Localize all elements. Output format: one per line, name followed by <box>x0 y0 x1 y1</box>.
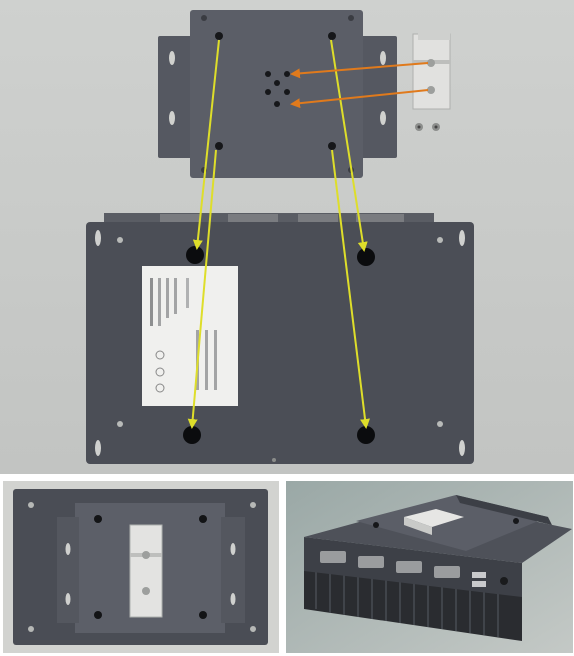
serial-port <box>320 551 460 578</box>
assembled-perspective-drawing <box>286 481 573 653</box>
din-rail-clip <box>129 524 163 618</box>
orange-arrow-icon <box>290 62 429 109</box>
din-rail-clip <box>404 509 464 535</box>
box-pc-base <box>86 222 474 464</box>
din-rail-clip <box>412 30 451 110</box>
assembled-perspective-photo <box>286 481 573 653</box>
exploded-view-drawing <box>0 0 574 474</box>
assembled-underside-drawing <box>3 481 279 653</box>
yellow-arrow-icon <box>187 39 370 429</box>
usb-port <box>472 572 486 587</box>
exploded-view-photo <box>0 0 574 474</box>
mounting-plate <box>158 10 397 178</box>
screw-icon <box>415 123 440 131</box>
assembled-underside-photo <box>3 481 279 653</box>
